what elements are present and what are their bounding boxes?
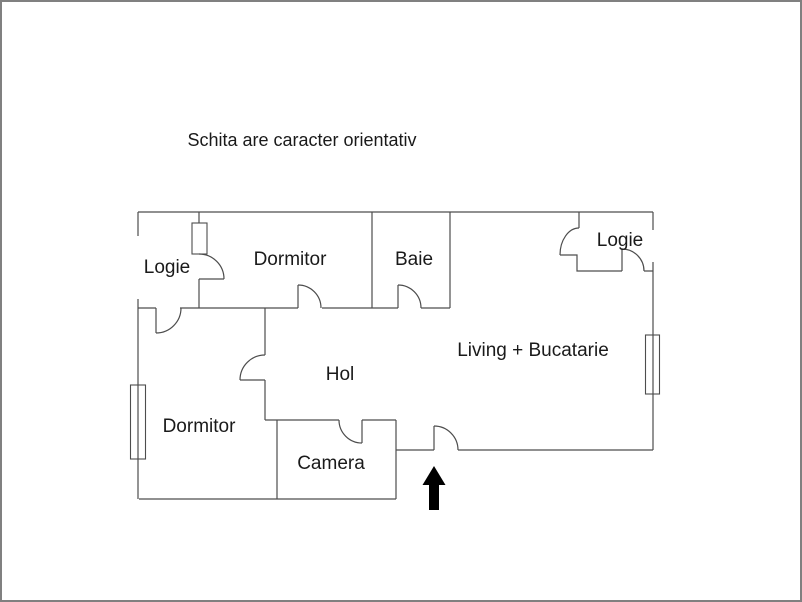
room-label-baie: Baie xyxy=(395,249,433,270)
room-label-dormitor-left: Dormitor xyxy=(163,416,237,437)
room-label-hol: Hol xyxy=(326,364,355,385)
room-label-camera: Camera xyxy=(297,453,365,474)
interior-walls xyxy=(138,212,653,499)
window-symbol-right xyxy=(644,334,661,395)
window-symbol-logie-left xyxy=(191,222,208,255)
room-label-dormitor-top: Dormitor xyxy=(254,249,328,270)
walls xyxy=(129,211,661,500)
room-label-living-bucatarie: Living + Bucatarie xyxy=(457,340,609,361)
sketch-disclaimer-title: Schita are caracter orientativ xyxy=(187,130,416,150)
door-leaves xyxy=(155,249,623,450)
room-label-logie-top-right: Logie xyxy=(597,230,644,251)
entrance-arrow-icon xyxy=(422,466,446,510)
window-symbols xyxy=(129,222,661,460)
outer-walls xyxy=(137,211,654,500)
window-symbol-left xyxy=(129,384,147,460)
room-label-logie-top-left: Logie xyxy=(144,257,191,278)
door-arcs xyxy=(155,227,645,451)
labels: Schita are caracter orientativ Logie Dor… xyxy=(144,130,644,474)
